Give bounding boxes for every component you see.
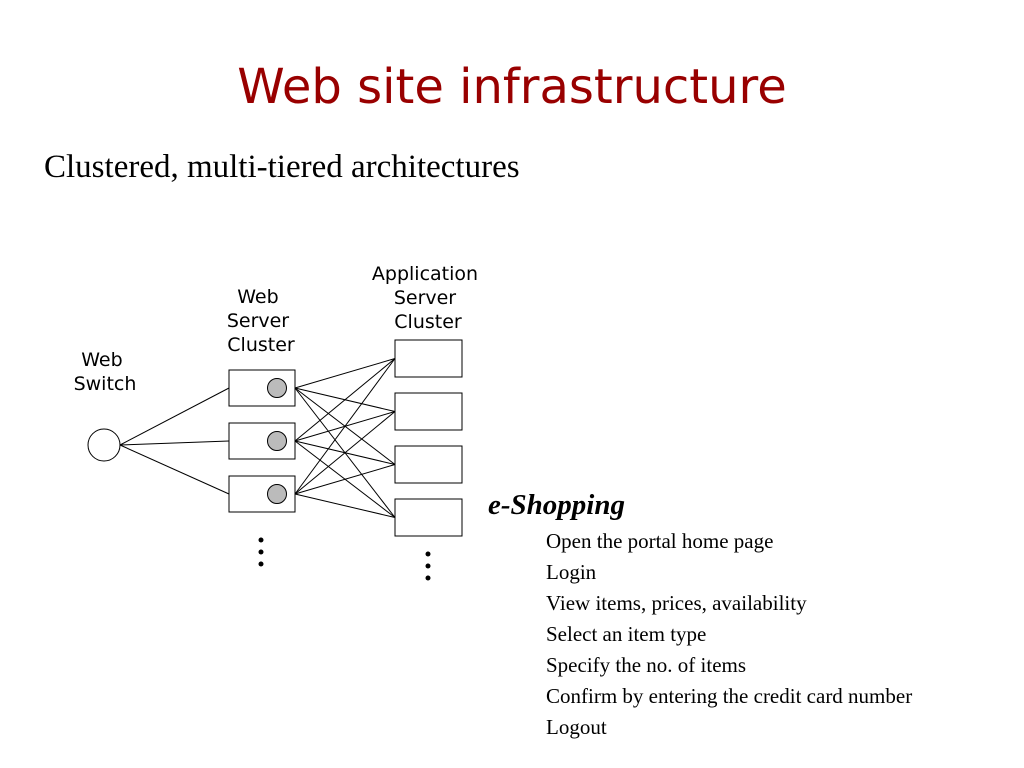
eshopping-steps-list: Open the portal home page Login View ite… <box>546 527 912 744</box>
app-server-cluster <box>394 339 463 537</box>
web-server-more-dots <box>258 537 264 567</box>
cluster-link <box>294 358 396 389</box>
cluster-link <box>294 464 396 495</box>
web-server-node <box>228 369 296 407</box>
app-server-cluster-label-line: Application <box>372 263 478 285</box>
web-server-cluster <box>228 369 296 513</box>
eshopping-step: Open the portal home page <box>546 529 774 553</box>
eshopping-step: View items, prices, availability <box>546 591 807 615</box>
web-server-node <box>228 422 296 460</box>
app-server-box <box>394 339 463 378</box>
web-server-cluster-label: Web Server Cluster <box>227 286 295 356</box>
app-server-more-dots <box>425 551 431 581</box>
server-status-led <box>267 484 287 504</box>
app-server-cluster-label: Application Server Cluster <box>372 263 484 333</box>
eshopping-step: Login <box>546 560 597 584</box>
web-switch-label: Web Switch <box>74 349 137 395</box>
app-server-box <box>394 445 463 484</box>
web-server-cluster-label-line: Web <box>237 286 278 308</box>
webserver-to-appserver-links <box>294 358 396 518</box>
web-server-cluster-label-line: Cluster <box>227 334 295 356</box>
cluster-link <box>294 411 396 495</box>
switch-to-webserver-links <box>119 387 230 495</box>
cluster-link <box>294 358 396 495</box>
web-switch-node <box>87 428 121 462</box>
eshopping-step: Select an item type <box>546 622 707 646</box>
server-status-led <box>267 431 287 451</box>
slide-subtitle: Clustered, multi-tiered architectures <box>44 149 520 185</box>
web-server-cluster-label-line: Server <box>227 310 289 332</box>
switch-link <box>119 444 230 495</box>
cluster-link <box>294 358 396 442</box>
app-server-box <box>394 392 463 431</box>
app-server-cluster-label-line: Server <box>394 287 456 309</box>
web-switch-label-line: Web <box>81 349 122 371</box>
eshopping-step: Confirm by entering the credit card numb… <box>546 684 913 708</box>
web-server-node <box>228 475 296 513</box>
cluster-link <box>294 493 396 518</box>
app-server-box <box>394 498 463 537</box>
eshopping-heading: e-Shopping <box>488 489 625 521</box>
switch-link <box>119 440 230 446</box>
web-switch-label-line: Switch <box>74 373 137 395</box>
eshopping-step: Specify the no. of items <box>546 653 747 677</box>
switch-link <box>119 387 230 446</box>
server-status-led <box>267 378 287 398</box>
app-server-cluster-label-line: Cluster <box>394 311 462 333</box>
slide-title: Web site infrastructure <box>237 59 787 115</box>
eshopping-step: Logout <box>546 715 607 739</box>
